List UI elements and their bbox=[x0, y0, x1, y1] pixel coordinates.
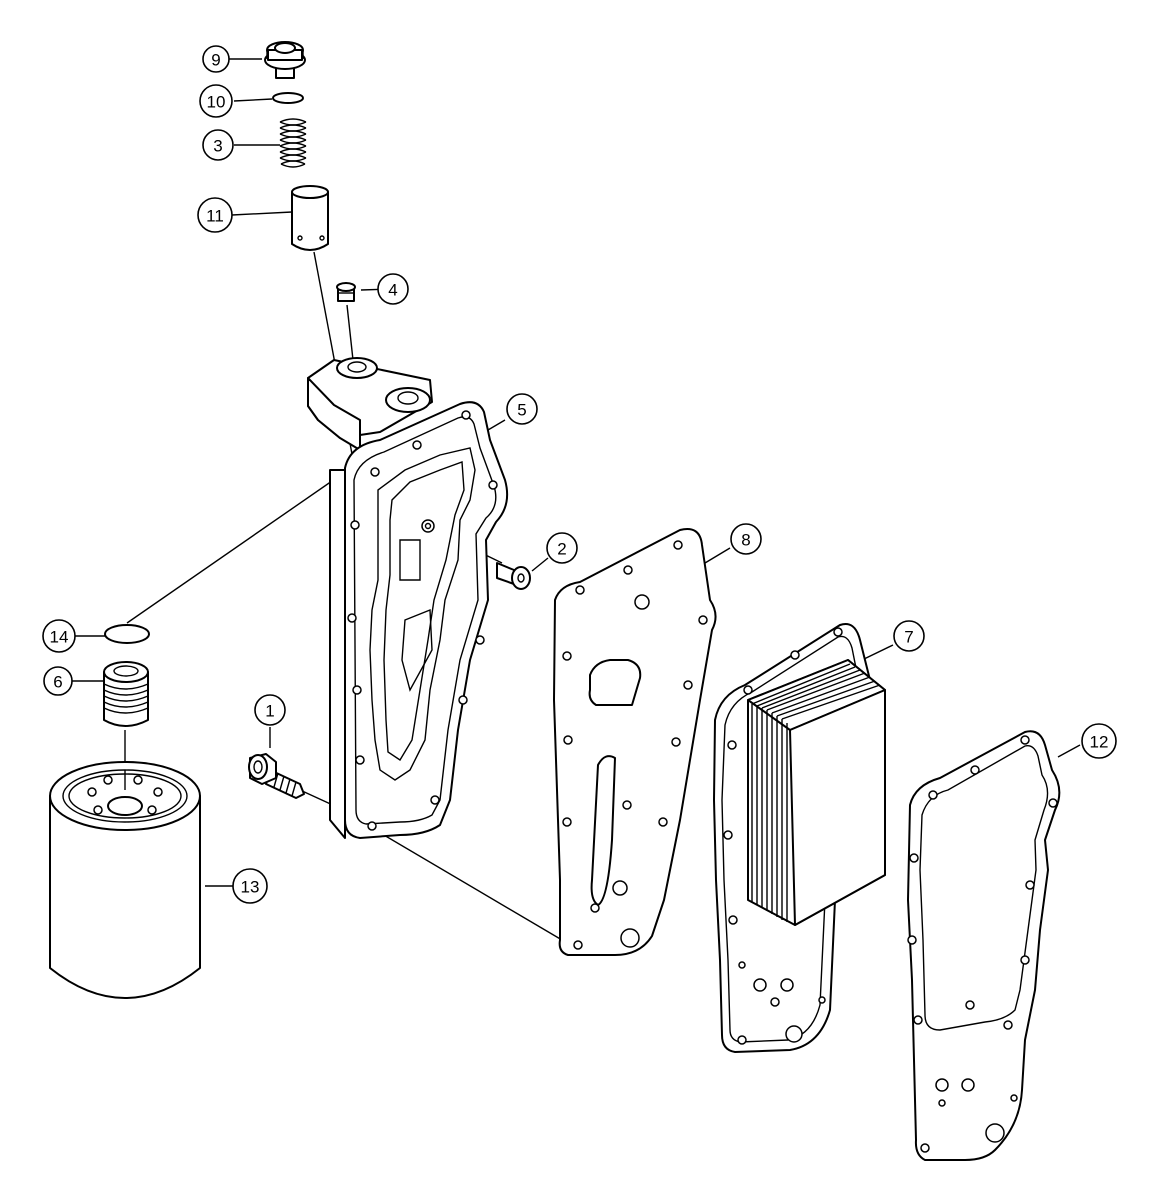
callout-label: 13 bbox=[241, 878, 260, 897]
cooler-cover-gasket-part bbox=[907, 730, 1061, 1161]
leader-lines bbox=[71, 58, 1081, 941]
callout-8: 8 bbox=[730, 523, 762, 555]
callout-1: 1 bbox=[254, 694, 286, 726]
callout-2: 2 bbox=[546, 532, 578, 564]
callout-5: 5 bbox=[506, 393, 538, 425]
oil-cooler-part bbox=[713, 623, 886, 1053]
large-o-ring bbox=[104, 624, 150, 644]
filter-adapter-part bbox=[103, 661, 149, 727]
callout-7: 7 bbox=[893, 620, 925, 652]
callout-11: 11 bbox=[197, 197, 233, 233]
callout-label: 4 bbox=[388, 281, 397, 300]
callout-label: 5 bbox=[517, 401, 526, 420]
callout-10: 10 bbox=[199, 84, 233, 118]
small-o-ring bbox=[272, 92, 304, 104]
callout-4: 4 bbox=[377, 273, 409, 305]
oil-filter-part bbox=[49, 761, 201, 999]
valve-plunger-part bbox=[291, 185, 329, 251]
mounting-bolt-part bbox=[248, 753, 305, 799]
cooler-gasket-part bbox=[553, 528, 717, 956]
callout-label: 8 bbox=[741, 531, 750, 550]
callout-label: 11 bbox=[206, 207, 224, 226]
spring-part bbox=[279, 118, 307, 168]
callout-label: 12 bbox=[1090, 733, 1109, 752]
callout-12: 12 bbox=[1081, 723, 1117, 759]
callout-label: 9 bbox=[211, 51, 220, 70]
callout-label: 14 bbox=[50, 628, 69, 647]
callout-3: 3 bbox=[202, 129, 234, 161]
callout-13: 13 bbox=[232, 868, 268, 904]
small-plug-part bbox=[336, 282, 356, 302]
callout-6: 6 bbox=[43, 666, 73, 696]
callout-label: 2 bbox=[557, 540, 566, 559]
callout-label: 6 bbox=[53, 673, 62, 692]
callout-label: 10 bbox=[207, 93, 226, 112]
small-bolt-part bbox=[496, 562, 531, 590]
callout-label: 1 bbox=[265, 702, 274, 721]
oil-filter-housing bbox=[307, 357, 509, 839]
callout-9: 9 bbox=[202, 45, 230, 73]
callout-label: 3 bbox=[213, 137, 222, 156]
callout-label: 7 bbox=[904, 628, 913, 647]
plug-part bbox=[264, 41, 306, 79]
callout-14: 14 bbox=[42, 619, 76, 653]
